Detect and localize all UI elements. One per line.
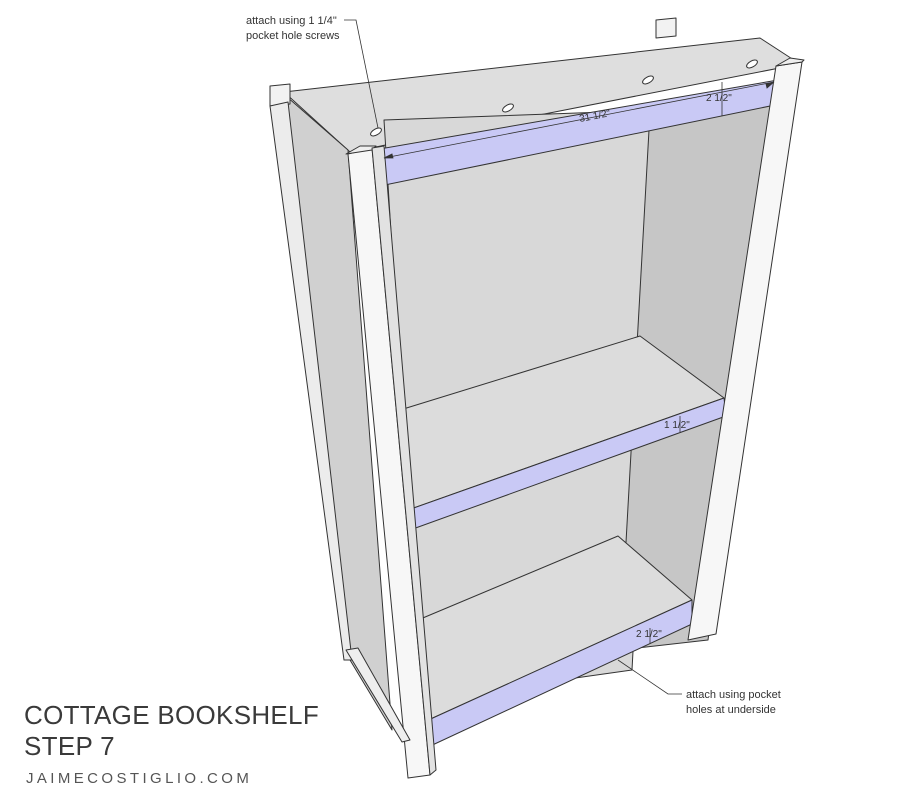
top-annotation-line1: attach using 1 1/4" bbox=[246, 15, 337, 27]
dim-line-top-length bbox=[383, 81, 775, 159]
left-back-post bbox=[269, 83, 291, 107]
title-line1: COTTAGE BOOKSHELF bbox=[24, 700, 319, 730]
top-annotation-line2: pocket hole screws bbox=[246, 30, 340, 42]
left-front-post-top bbox=[345, 145, 377, 155]
bottom-annotation-line2: holes at underside bbox=[686, 704, 776, 716]
bottom-annotation: attach using pocket holes at underside bbox=[686, 688, 781, 718]
dim-label-bottom-height: 2 1/2" bbox=[636, 629, 662, 640]
pocket-hole bbox=[370, 127, 382, 137]
dim-label-top-height: 2 1/2" bbox=[706, 93, 732, 104]
page-title: COTTAGE BOOKSHELF STEP 7 bbox=[24, 700, 319, 762]
dim-arrow bbox=[765, 81, 775, 89]
left-bottom-foot bbox=[345, 647, 411, 743]
left-front-post-side bbox=[371, 145, 437, 776]
right-back-post bbox=[655, 17, 677, 39]
pocket-hole bbox=[746, 59, 758, 69]
top-note-leader bbox=[344, 19, 379, 129]
pocket-hole bbox=[642, 75, 654, 85]
dim-label-middle-height: 1 1/2" bbox=[664, 420, 690, 431]
bottom-annotation-line1: attach using pocket bbox=[686, 689, 781, 701]
title-line2: STEP 7 bbox=[24, 731, 115, 761]
right-front-post-top bbox=[775, 57, 805, 67]
site-credit[interactable]: JAIMECOSTIGLIO.COM bbox=[26, 770, 253, 787]
top-annotation: attach using 1 1/4" pocket hole screws bbox=[246, 14, 340, 44]
pocket-hole bbox=[502, 103, 514, 113]
dim-arrow bbox=[383, 153, 394, 159]
bottom-note-leader bbox=[617, 659, 682, 695]
